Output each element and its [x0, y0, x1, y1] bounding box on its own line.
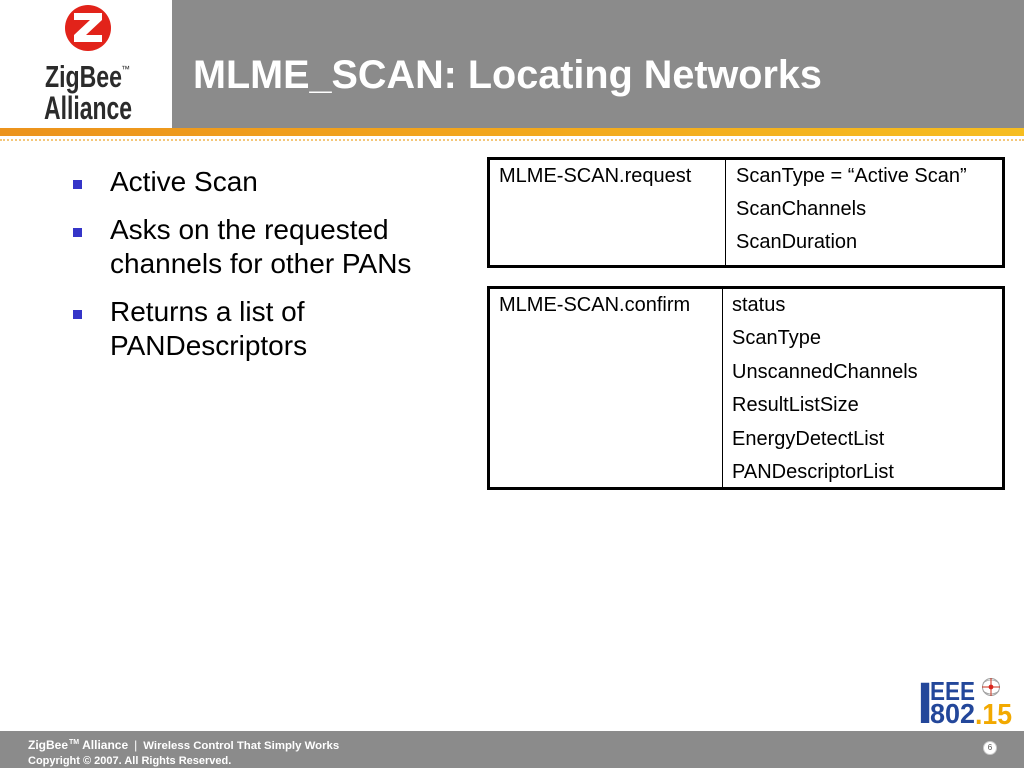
parameter-item: EnergyDetectList: [732, 427, 885, 450]
primitive-name-cell: MLME-SCAN.request: [490, 160, 726, 265]
bullet-item: Active Scan: [73, 165, 450, 199]
parameter-item: ScanDuration: [736, 231, 858, 253]
footer-separator: |: [134, 738, 138, 752]
bullet-text: Asks on the requested channels for other…: [110, 214, 412, 279]
zigbee-z-icon: [74, 13, 102, 42]
primitive-name-cell: MLME-SCAN.confirm: [490, 289, 723, 487]
square-bullet-icon: [73, 180, 82, 189]
bullet-text: Returns a list of PANDescriptors: [110, 296, 308, 361]
ieee-suffix: .15: [975, 699, 1012, 730]
footer-brand: ZigBee: [28, 738, 69, 752]
ieee-number: 802: [930, 698, 975, 729]
zigbee-alliance-logo: ZigBee ™ Alliance: [0, 0, 172, 128]
parameter-item: ScanType: [732, 327, 821, 350]
parameter-list-cell: ScanType = “Active Scan” ScanChannels Sc…: [726, 160, 1002, 265]
footer-tagline: Wireless Control That Simply Works: [143, 740, 340, 752]
title-banner: MLME_SCAN: Locating Networks: [172, 0, 1024, 128]
bullet-item: Asks on the requested channels for other…: [73, 213, 450, 281]
square-bullet-icon: [73, 310, 82, 319]
ieee-emblem-icon: [982, 678, 1000, 696]
parameter-item: PANDescriptorList: [732, 461, 894, 484]
footer-organization: Alliance: [82, 738, 129, 752]
bullet-list: Active Scan Asks on the requested channe…: [73, 165, 450, 377]
zigbee-logo-graphic: ZigBee ™ Alliance: [44, 5, 132, 126]
ieee-802-15-logo: I EEE 802 .15: [917, 674, 1012, 730]
parameter-list-cell: status ScanType UnscannedChannels Result…: [723, 289, 1002, 487]
footer-copyright: Copyright © 2007. All Rights Reserved.: [28, 755, 232, 767]
square-bullet-icon: [73, 228, 82, 237]
page-number-badge: 6: [983, 741, 997, 755]
bullet-item: Returns a list of PANDescriptors: [73, 295, 450, 363]
logo-trademark: ™: [121, 64, 130, 74]
parameter-item: ResultListSize: [732, 394, 859, 417]
parameter-item: UnscannedChannels: [732, 360, 918, 383]
header-accent-bar: [0, 128, 1024, 136]
parameter-item: status: [732, 294, 786, 316]
footer-trademark: TM: [69, 739, 80, 746]
header-accent-dotted-rule: [0, 139, 1024, 141]
ieee-prefix: I: [917, 674, 933, 730]
slide-title: MLME_SCAN: Locating Networks: [193, 53, 822, 97]
parameter-item: ScanChannels: [736, 198, 867, 220]
mlme-scan-confirm-table: MLME-SCAN.confirm status ScanType Unscan…: [487, 286, 1005, 490]
bullet-text: Active Scan: [110, 166, 258, 197]
primitive-name: MLME-SCAN.confirm: [499, 294, 691, 316]
logo-subtitle: Alliance: [44, 90, 132, 126]
ieee-letters: EEE: [930, 676, 975, 706]
logo-wordmark: ZigBee: [45, 59, 122, 94]
parameter-item: ScanType = “Active Scan”: [736, 165, 967, 187]
mlme-scan-request-table: MLME-SCAN.request ScanType = “Active Sca…: [487, 157, 1005, 268]
primitive-name: MLME-SCAN.request: [499, 165, 692, 187]
